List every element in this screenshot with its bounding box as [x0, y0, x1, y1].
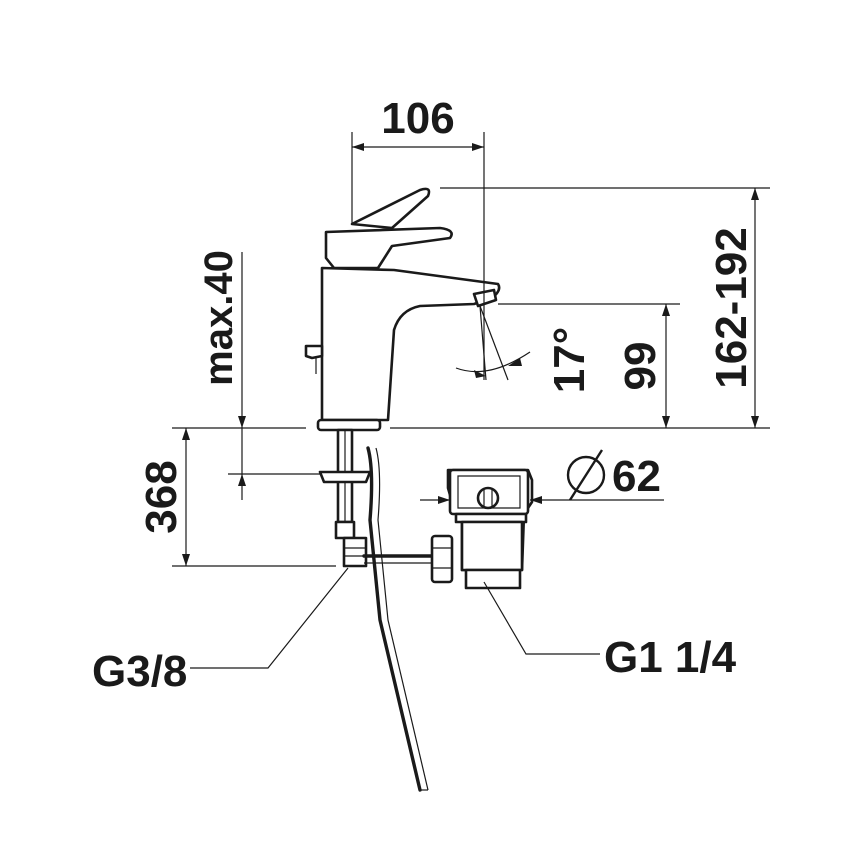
supply-connector — [342, 536, 368, 568]
label-max-thickness: max.40 — [197, 250, 241, 386]
pop-up-knob — [304, 344, 324, 360]
base-flange — [316, 418, 382, 432]
label-waste-thread: G1 1/4 — [604, 633, 737, 682]
aerator — [472, 288, 498, 308]
supply-hose — [366, 446, 422, 792]
mounting-plate — [318, 470, 372, 484]
linkage-nut — [430, 534, 454, 584]
label-spout-height: 99 — [616, 342, 665, 391]
drain-plug — [476, 486, 500, 510]
diameter-symbol — [566, 455, 606, 495]
dimension-lines — [172, 132, 770, 669]
label-angle: 17° — [545, 327, 594, 394]
faucet-body — [304, 187, 501, 432]
handle-cap — [324, 226, 453, 270]
label-total-height: 162-192 — [707, 227, 756, 388]
label-below-deck: 368 — [137, 460, 186, 533]
dimension-labels: 106 162-192 99 17° max.40 368 62 G3/8 G1… — [92, 94, 756, 696]
lever-handle — [350, 187, 431, 230]
spout-body — [320, 266, 501, 422]
label-supply-thread: G3/8 — [92, 647, 187, 696]
under-deck-assembly — [318, 428, 534, 792]
label-waste-diameter: 62 — [612, 452, 661, 501]
label-width-top: 106 — [381, 94, 454, 143]
